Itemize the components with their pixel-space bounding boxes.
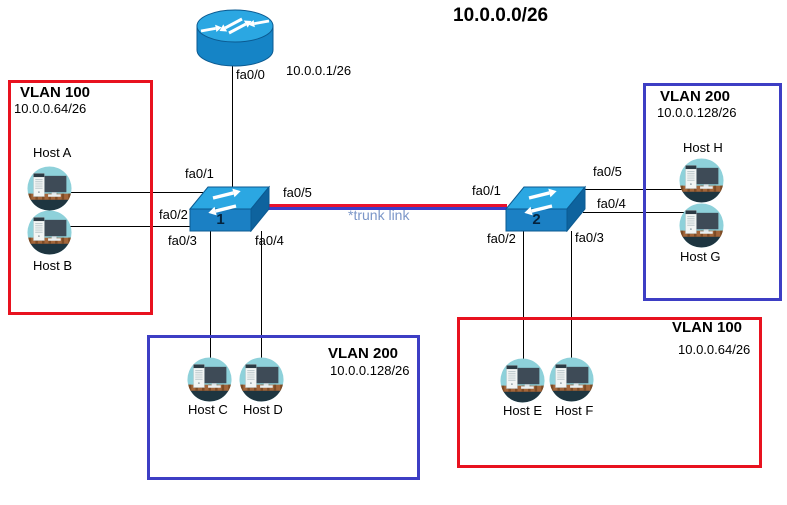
trunk-link-blue-line	[266, 207, 507, 210]
network-subnet-title: 10.0.0.0/26	[453, 5, 549, 26]
switch-1-number: 1	[216, 211, 225, 228]
switch1-port-fa0-3: fa0/3	[168, 233, 197, 248]
host-h-label: Host H	[683, 140, 723, 155]
switch1-port-fa0-2: fa0/2	[159, 207, 188, 222]
switch2-port-fa0-5: fa0/5	[593, 164, 622, 179]
host-e-icon	[500, 358, 545, 403]
vlan-bottom-left-title: VLAN 200	[328, 345, 399, 362]
vlan-bottom-left-subnet: 10.0.0.128/26	[330, 363, 410, 378]
host-d-icon	[239, 357, 284, 402]
host-a-label: Host A	[33, 145, 72, 160]
vlan-bottom-right-subnet: 10.0.0.64/26	[678, 342, 751, 357]
vlan-right-title: VLAN 200	[660, 88, 731, 105]
link-switch2-hoste	[523, 231, 524, 381]
link-switch1-hostc	[210, 231, 211, 380]
host-h-icon	[679, 158, 724, 203]
host-c-icon	[187, 357, 232, 402]
vlan-left-title: VLAN 100	[20, 84, 91, 101]
switch2-port-fa0-3: fa0/3	[575, 230, 604, 245]
link-switch1-hostd	[261, 231, 262, 380]
link-switch2-hostg	[583, 212, 702, 213]
link-router-switch1	[232, 66, 233, 188]
link-hosta-switch1	[49, 192, 203, 193]
host-e-label: Host E	[503, 403, 543, 418]
host-g-label: Host G	[680, 249, 721, 264]
vlan-right-subnet: 10.0.0.128/26	[657, 105, 737, 120]
switch2-port-fa0-4: fa0/4	[597, 196, 626, 211]
switch2-port-fa0-2: fa0/2	[487, 231, 516, 246]
trunk-link-red-line	[266, 204, 507, 207]
switch1-port-fa0-4: fa0/4	[255, 233, 284, 248]
switch-2-number: 2	[532, 211, 541, 228]
switch1-port-fa0-1: fa0/1	[185, 166, 214, 181]
link-hostb-switch1	[49, 226, 190, 227]
host-b-icon	[27, 210, 72, 255]
switch2-port-fa0-1: fa0/1	[472, 183, 501, 198]
link-switch2-hostf	[571, 231, 572, 380]
host-c-label: Host C	[188, 402, 228, 417]
host-d-label: Host D	[243, 402, 283, 417]
host-b-label: Host B	[33, 258, 73, 273]
host-f-icon	[549, 357, 594, 402]
router-interface-label: fa0/0	[236, 67, 265, 82]
host-f-label: Host F	[555, 403, 594, 418]
host-g-icon	[679, 203, 724, 248]
router-ip-label: 10.0.0.1/26	[286, 63, 352, 78]
trunk-link-label: *trunk link	[348, 207, 410, 223]
vlan-bottom-right-title: VLAN 100	[672, 319, 743, 336]
host-a-icon	[27, 166, 72, 211]
router-icon	[195, 8, 275, 68]
switch1-port-fa0-5: fa0/5	[283, 185, 312, 200]
vlan-left-subnet: 10.0.0.64/26	[14, 101, 87, 116]
